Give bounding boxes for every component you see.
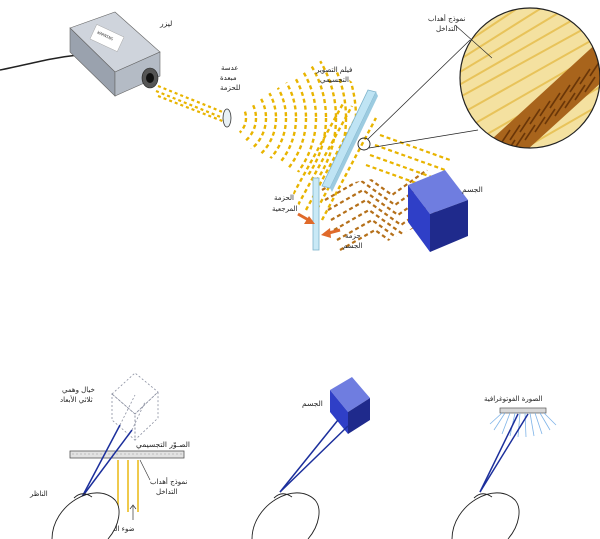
viewing-object: الجسم <box>251 377 370 539</box>
object-cube <box>408 170 468 252</box>
object-beam-label-2: الجسم <box>343 242 363 250</box>
film-label-2: التجسيمي <box>320 76 349 84</box>
diverging-lens <box>222 108 232 128</box>
lens-label-3: للحزمة <box>220 84 240 92</box>
object-rays <box>279 419 349 493</box>
viewing-rays <box>81 424 133 498</box>
fringes-label-1: نموذج أهداب <box>150 477 187 486</box>
virtual-image-label-1: خيال وهمي <box>62 386 95 394</box>
laser-label: ليزر <box>159 19 172 28</box>
recording-setup: WARNING ليزر عدسة مبعدة للحزمة <box>0 7 600 257</box>
virtual-image-label-2: ثلاثي الأبعاد <box>60 395 93 404</box>
fringes-label-2: التداخل <box>156 488 177 496</box>
holographic-film <box>321 89 378 192</box>
object-label: الجسم <box>462 185 483 194</box>
laser-device: WARNING <box>69 11 161 97</box>
object2-label: الجسم <box>302 399 323 408</box>
illuminating-light <box>117 460 139 512</box>
reference-label-1: الحزمة <box>274 194 294 202</box>
object-cube-small <box>330 377 370 434</box>
hologram-label: الصـوّر التجسيمي <box>136 440 190 449</box>
viewing-photograph: الصورة الفوتوغرافية <box>451 395 557 539</box>
object-beam-label-1: حزمة <box>345 232 361 240</box>
viewer-head-2 <box>251 492 320 539</box>
photo-light-rays <box>489 412 557 438</box>
viewing-rays-dashed <box>119 394 146 431</box>
interference-label-1: نموذج أهداب <box>428 14 465 23</box>
photo-label: الصورة الفوتوغرافية <box>484 395 543 403</box>
viewer-head <box>51 492 120 539</box>
viewer-label: الناظر <box>29 490 48 498</box>
film-label-1: فيلم التصوير <box>315 66 352 74</box>
laser-cable <box>0 54 79 71</box>
illumination-label: ضوء الحاية <box>103 525 135 533</box>
zoom-marker <box>357 137 371 151</box>
beam-splitter <box>312 177 320 251</box>
photo-rays <box>479 413 529 493</box>
interference-zoom <box>459 7 600 149</box>
laser-warning-label: WARNING <box>97 30 115 42</box>
hologram-plate <box>69 450 185 459</box>
virtual-cube <box>111 372 159 441</box>
lens-label-2: مبعدة <box>220 74 237 82</box>
lens-label-1: عدسة <box>221 64 238 72</box>
photograph <box>499 407 547 414</box>
laser-beam <box>155 84 226 124</box>
reference-label-2: المرجعية <box>272 205 298 213</box>
viewing-hologram: خيال وهمي ثلاثي الأبعاد الصـوّر التجسيمي… <box>29 372 190 539</box>
interference-label-2: التداخل <box>436 25 457 33</box>
viewer-head-3 <box>451 492 520 539</box>
